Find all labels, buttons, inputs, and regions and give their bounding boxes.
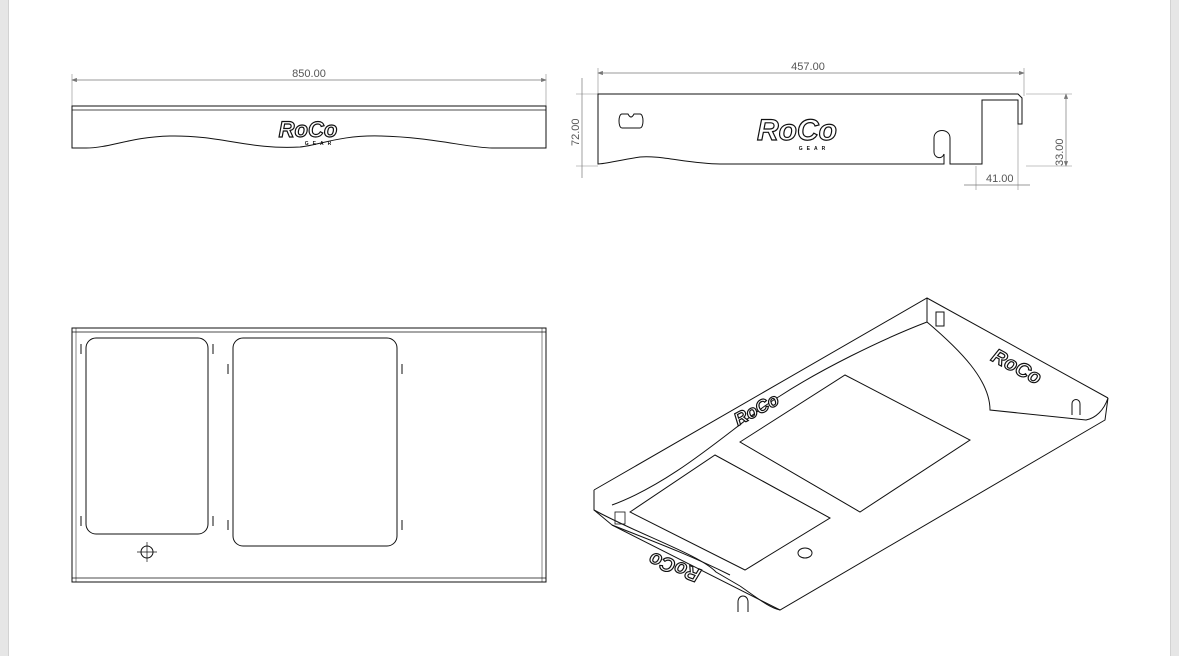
svg-text:RoCo: RoCo xyxy=(730,389,782,429)
iso-logo-front: RoCo xyxy=(645,546,704,586)
front-view xyxy=(71,74,547,149)
iso-front-hook-icon xyxy=(737,595,749,612)
hook-height-label: 33.00 xyxy=(1054,138,1066,166)
side-keyhole-icon xyxy=(618,113,644,129)
svg-text:RoCo: RoCo xyxy=(279,117,338,142)
svg-text:GEAR: GEAR xyxy=(799,146,829,152)
top-view xyxy=(71,327,547,583)
hook-offset-label: 41.00 xyxy=(986,173,1014,185)
isometric-view xyxy=(593,297,1109,612)
iso-logo-back: RoCo xyxy=(987,344,1046,390)
iso-logo-middle: RoCo xyxy=(730,389,783,430)
svg-text:RoCo: RoCo xyxy=(988,345,1045,389)
front-width-label: 850.00 xyxy=(292,68,326,80)
side-logo: RoCo GEAR xyxy=(756,113,837,152)
iso-keyhole-icon xyxy=(935,311,945,327)
iso-back-hook-icon xyxy=(1071,399,1081,415)
side-view-outline xyxy=(597,93,1023,165)
iso-hole-icon xyxy=(797,547,813,559)
svg-text:GEAR: GEAR xyxy=(305,141,335,147)
front-logo: RoCo GEAR xyxy=(278,116,338,147)
top-view-left-cutout xyxy=(85,337,209,535)
svg-text:RoCo: RoCo xyxy=(757,114,837,147)
top-view-outline xyxy=(71,327,547,583)
front-view-outline xyxy=(71,105,547,149)
side-width-label: 457.00 xyxy=(791,61,825,73)
side-height-label: 72.00 xyxy=(570,118,582,146)
top-view-right-cutout xyxy=(232,337,398,547)
svg-text:RoCo: RoCo xyxy=(646,547,704,586)
side-view xyxy=(576,68,1072,190)
